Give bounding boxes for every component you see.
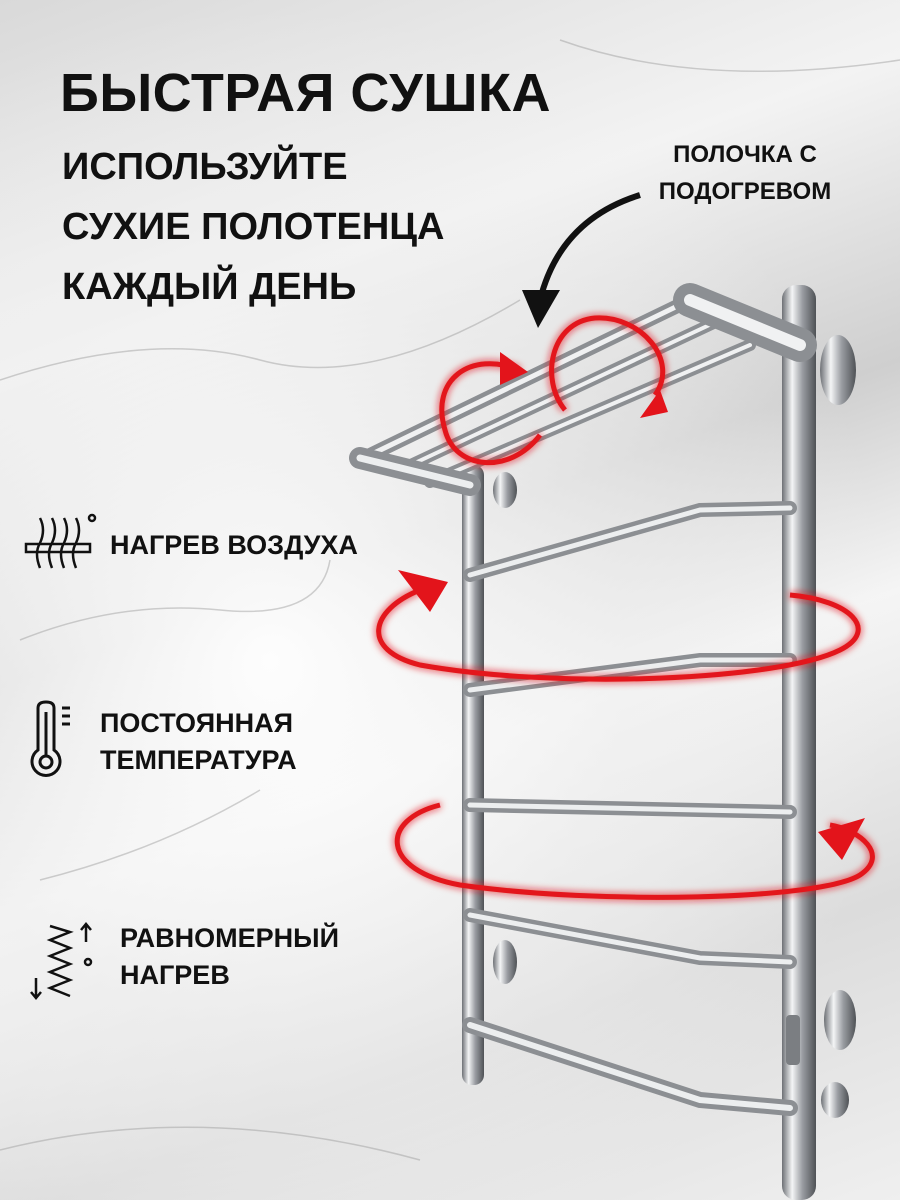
shelf-label-line-2: ПОДОГРЕВОМ (658, 178, 832, 205)
marble-veins (0, 39, 900, 1161)
wall-mounts (493, 335, 856, 1118)
feature-label-line-2: НАГРЕВ (120, 960, 230, 990)
air-heating-icon (24, 513, 97, 569)
feature-constant-temperature: ПОСТОЯННАЯ ТЕМПЕРАТУРА (100, 705, 297, 779)
shelf-label: ПОЛОЧКА С ПОДОГРЕВОМ (630, 136, 860, 210)
subtitle-line-1: ИСПОЛЬЗУЙТЕ (62, 146, 348, 188)
heating-coil-icon (30, 922, 93, 1000)
rungs (462, 501, 798, 1116)
feature-even-heating: РАВНОМЕРНЫЙ НАГРЕВ (120, 920, 339, 994)
control-unit (786, 1015, 800, 1065)
feature-label-line-1: РАВНОМЕРНЫЙ (120, 923, 339, 953)
heat-circulation-arrows (376, 315, 875, 900)
feature-air-heating: НАГРЕВ ВОЗДУХА (110, 527, 358, 564)
left-pole (462, 465, 484, 1085)
red-arrowheads (398, 352, 865, 860)
feature-label-line-2: ТЕМПЕРАТУРА (100, 745, 297, 775)
page-title: БЫСТРАЯ СУШКА (60, 63, 551, 123)
feature-label-line-1: ПОСТОЯННАЯ (100, 708, 294, 738)
heated-shelf (349, 283, 817, 496)
thermometer-icon (30, 700, 70, 777)
shelf-arrow-icon (522, 192, 641, 328)
shelf-label-line-1: ПОЛОЧКА С (673, 141, 817, 168)
feature-label: НАГРЕВ ВОЗДУХА (110, 530, 358, 560)
subtitle-line-2: СУХИЕ ПОЛОТЕНЦА (62, 206, 445, 248)
subtitle-line-3: КАЖДЫЙ ДЕНЬ (62, 266, 357, 308)
